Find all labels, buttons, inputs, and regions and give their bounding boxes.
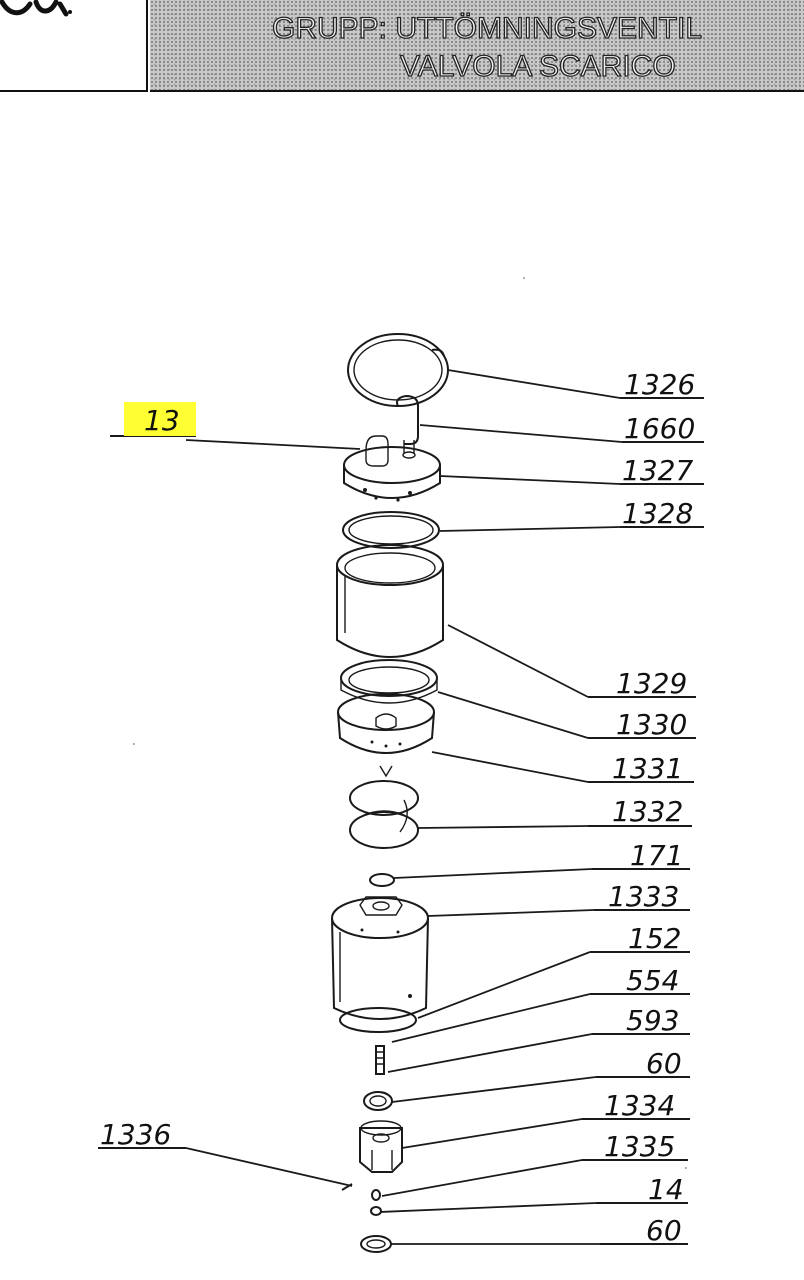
header-band: GRUPP: UTTÖMNINGSVENTIL VALVOLA SCARICO [0,0,804,96]
logo-fragment-icon [0,0,72,17]
callout-60-upper: 60 [646,1047,682,1080]
callout-1333: 1333 [608,880,679,913]
snap-ring-part [347,333,449,407]
callout-152: 152 [628,922,681,955]
header-title-box: GRUPP: UTTÖMNINGSVENTIL VALVOLA SCARICO [150,0,804,92]
header-title-line-2: VALVOLA SCARICO [399,50,676,83]
callout-1327: 1327 [622,454,693,487]
callout-593: 593 [626,1004,679,1037]
callout-1326: 1326 [624,368,695,401]
bottom-washer-part [360,1235,392,1253]
elbow-fitting-part [396,394,419,459]
filter-ring-part [340,659,438,704]
callout-1329: 1329 [616,667,687,700]
valve-body-part [331,896,429,1020]
top-cap-part [343,435,441,502]
callout-1332: 1332 [612,795,683,828]
callout-554: 554 [626,964,679,997]
callout-171: 171 [630,839,683,872]
callout-1328: 1328 [622,497,693,530]
callout-13-highlight [124,402,196,436]
callout-1331: 1331 [612,752,683,785]
pin-part [375,1045,385,1075]
valve-cup-part [337,693,435,778]
callout-1660: 1660 [624,412,695,445]
small-o-ring-part [369,873,395,887]
callout-13: 13 [144,404,180,437]
header-logo-cell [0,0,148,92]
callout-underlines [98,397,704,1245]
callout-14: 14 [648,1173,684,1206]
leader-lines [185,369,623,1245]
exploded-parts-diagram: 13 1326 1660 1327 1328 1329 1330 1331 13… [98,277,704,1253]
spring-part [349,780,419,849]
callout-1330: 1330 [616,708,687,741]
large-o-ring-part [342,511,440,549]
header-title-line-1: GRUPP: UTTÖMNINGSVENTIL [271,12,703,45]
washer-part [363,1091,393,1111]
callout-1335: 1335 [604,1130,675,1163]
callout-60-lower: 60 [646,1214,682,1247]
callout-1334: 1334 [604,1089,675,1122]
small-ring-part [370,1189,382,1216]
callout-1336: 1336 [100,1118,171,1151]
nozzle-part [359,1120,403,1173]
cylinder-body-part [336,544,444,658]
gasket-part [339,1007,417,1033]
